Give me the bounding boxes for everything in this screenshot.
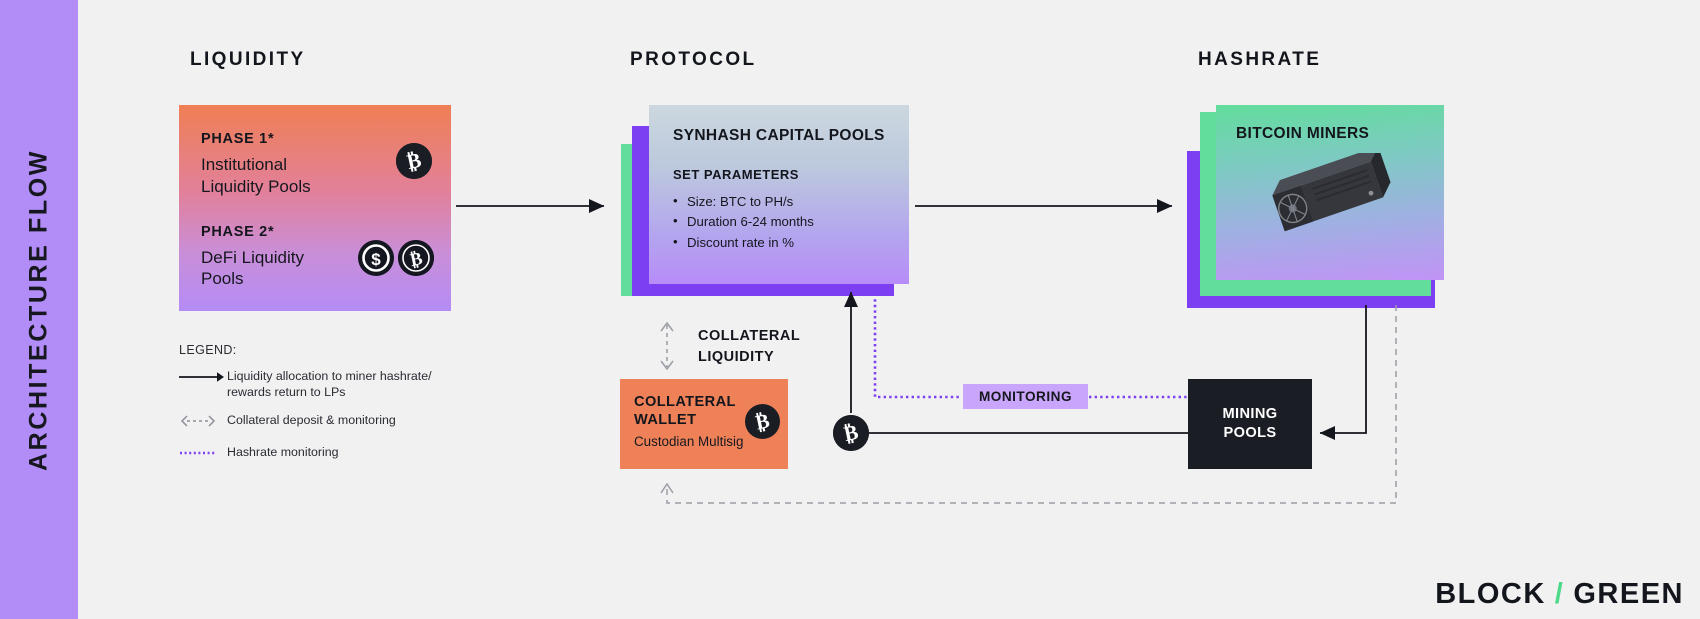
svg-text:₿: ₿ (405, 148, 424, 174)
legend-item: Collateral deposit & monitoring (179, 412, 449, 433)
monitoring-badge: MONITORING (963, 384, 1088, 409)
svg-text:$: $ (371, 250, 381, 269)
legend-item: Hashrate monitoring (179, 444, 449, 465)
legend-item-label: Liquidity allocation to miner hashrate/ … (227, 369, 432, 400)
bitcoin-miners-heading: BITCOIN MINERS (1236, 125, 1370, 142)
column-title-hashrate: HASHRATE (1198, 49, 1322, 70)
brand-logo: BLOCK / GREEN (1435, 578, 1684, 611)
logo-slash: / (1554, 578, 1565, 610)
parameter-item: Discount rate in % (673, 232, 889, 253)
column-title-liquidity: LIQUIDITY (190, 49, 306, 70)
logo-green-text: GREEN (1573, 578, 1684, 610)
logo-block-text: BLOCK (1435, 578, 1546, 610)
solid-arrow-icon (179, 368, 227, 389)
sidebar-band: ARCHITECTURE FLOW (0, 0, 78, 619)
parameter-item: Size: BTC to PH/s (673, 191, 889, 212)
synhash-heading: SYNHASH CAPITAL POOLS (673, 127, 885, 144)
bitcoin-coin-outline-icon: ₿ (398, 240, 434, 276)
legend: LEGEND: Liquidity allocation to miner ha… (179, 343, 449, 476)
bitcoin-miners-card: BITCOIN MINERS (1216, 105, 1444, 280)
parameter-item: Duration 6-24 months (673, 211, 889, 232)
dashed-double-arrow-icon (179, 412, 227, 433)
usd-coin-icon: $ (358, 240, 394, 276)
bitcoin-hub-node-icon: ₿ (833, 415, 869, 451)
parameter-list: Size: BTC to PH/s Duration 6-24 months D… (673, 191, 889, 253)
phase2-kicker: PHASE 2* (201, 223, 275, 240)
legend-item-label: Hashrate monitoring (227, 444, 339, 459)
sidebar-title: ARCHITECTURE FLOW (24, 148, 53, 471)
bitcoin-coin-icon: ₿ (396, 143, 432, 179)
column-title-protocol: PROTOCOL (630, 49, 757, 70)
legend-title: LEGEND: (179, 343, 237, 357)
legend-item: Liquidity allocation to miner hashrate/ … (179, 368, 449, 401)
legend-item-label: Collateral deposit & monitoring (227, 412, 396, 427)
bitcoin-coin-icon: ₿ (745, 404, 780, 439)
synhash-capital-pools-card: SYNHASH CAPITAL POOLS SET PARAMETERS Siz… (649, 105, 909, 284)
phase1-kicker: PHASE 1* (201, 131, 275, 147)
set-parameters-label: SET PARAMETERS (673, 167, 799, 182)
purple-dotted-line-icon (179, 444, 227, 465)
monitoring-label: MONITORING (978, 389, 1073, 404)
asic-miner-icon (1260, 146, 1400, 258)
svg-text:₿: ₿ (408, 248, 424, 270)
